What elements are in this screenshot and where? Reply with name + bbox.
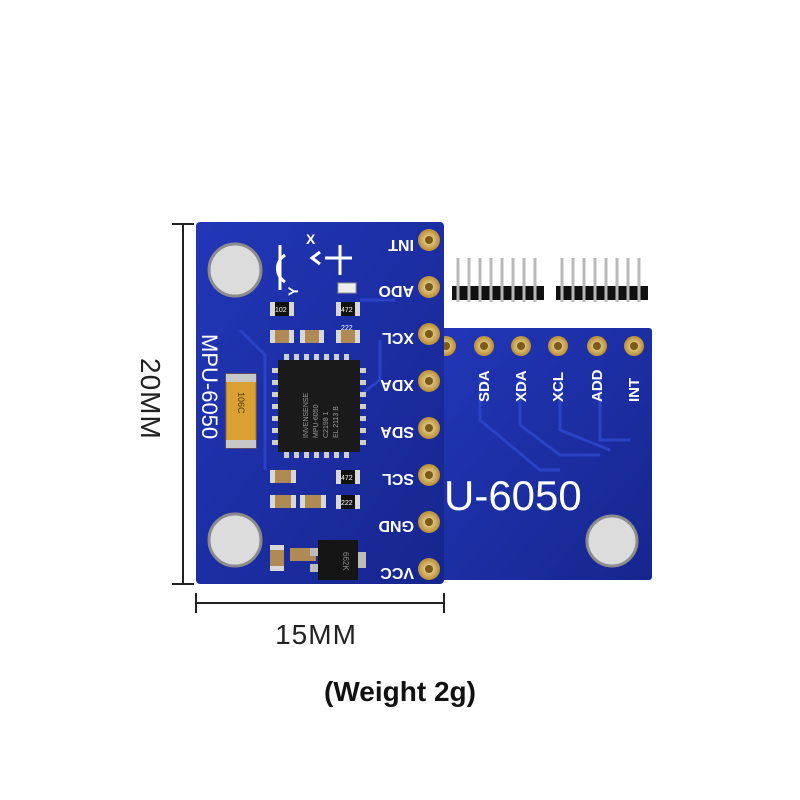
resistor-code: 472	[341, 307, 353, 314]
front-pin-label: GND	[378, 517, 414, 534]
axis-x-label: X	[306, 231, 316, 247]
smd-components	[270, 302, 360, 571]
front-pads	[418, 229, 440, 580]
back-pin-label: XDA	[513, 370, 530, 402]
led	[337, 282, 357, 294]
mounting-hole	[207, 512, 263, 568]
front-pin-label: VCC	[380, 564, 414, 581]
back-model-label: U-6050	[444, 472, 582, 519]
front-model-label: MPU-6050	[197, 334, 222, 439]
width-dimension-label: 15MM	[275, 619, 357, 650]
resistor-code: 222	[341, 325, 353, 332]
axis-y-label: Y	[285, 286, 301, 296]
chip-marking: EL 2113 B	[333, 406, 340, 438]
mounting-hole	[207, 242, 263, 298]
header-pins	[452, 258, 648, 302]
front-pin-label: SCL	[382, 470, 414, 487]
back-pin-label: XCL	[550, 372, 567, 402]
resistor-code: 472	[341, 475, 353, 482]
voltage-regulator: 662K	[310, 540, 366, 580]
front-pin-label: ADO	[378, 282, 414, 299]
back-pads	[436, 336, 644, 356]
front-pin-label: INT	[388, 236, 414, 253]
weight-label: (Weight 2g)	[324, 676, 476, 707]
back-board: SDA XDA XCL ADD INT U-6050	[436, 328, 652, 580]
front-pin-label: SDA	[380, 423, 414, 440]
tantalum-capacitor	[225, 373, 257, 449]
chip-marking: MPU-6050	[313, 404, 320, 438]
back-pin-label: INT	[626, 378, 643, 402]
resistor-code: 102	[275, 307, 287, 314]
front-board: X Y 102 472 472 222 222	[196, 222, 444, 584]
resistor-code: 222	[341, 500, 353, 507]
chip-marking: INVENSENSE	[303, 393, 310, 438]
mpu-chip: INVENSENSE MPU-6050 C2198 1 EL 2113 B	[272, 354, 366, 458]
width-dimension-line	[195, 593, 445, 613]
height-dimension-line	[172, 223, 194, 585]
axis-symbol	[276, 245, 352, 290]
capacitor-code: 106C	[236, 392, 246, 414]
back-pin-label: SDA	[476, 370, 493, 402]
chip-marking: C2198 1	[323, 411, 330, 438]
front-pin-label: XCL	[382, 329, 414, 346]
height-dimension-label: 20MM	[135, 358, 166, 440]
back-pin-label: ADD	[589, 369, 606, 402]
front-pin-label: XDA	[380, 376, 414, 393]
regulator-marking: 662K	[341, 552, 350, 571]
